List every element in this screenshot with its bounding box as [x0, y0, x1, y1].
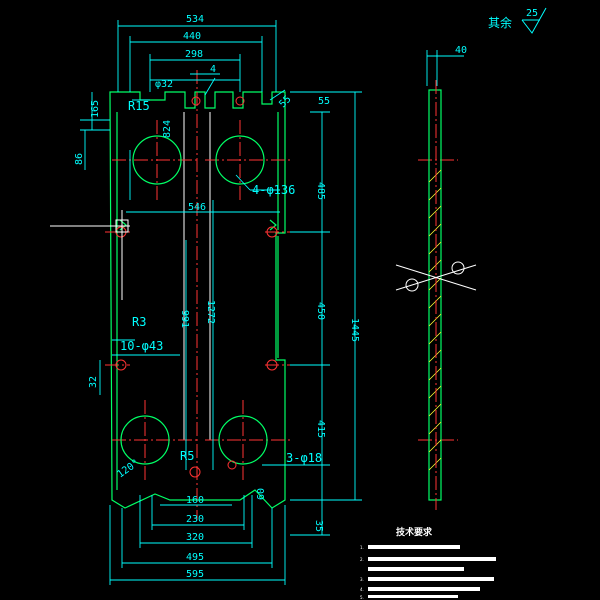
port-hole-top-left — [132, 135, 182, 185]
center-channel — [183, 112, 211, 440]
dim-298: 298 — [185, 49, 203, 60]
side-view — [395, 80, 477, 510]
dim-320: 320 — [186, 532, 204, 543]
dim-r5: R5 — [180, 449, 194, 463]
port-hole-bottom-left — [120, 415, 170, 465]
port-hole-top-right — [215, 135, 265, 185]
dim-230: 230 — [186, 514, 204, 525]
dim-holes10: 10-φ43 — [120, 339, 163, 353]
dim-595: 595 — [186, 569, 204, 580]
dim-160: 160 — [186, 495, 204, 506]
tech-req-item-2: 2. — [360, 557, 364, 562]
dim-991: 991 — [179, 310, 190, 328]
dim-holes3: 3-φ18 — [286, 451, 322, 465]
dim-495: 495 — [186, 552, 204, 563]
dim-r15: R15 — [128, 99, 150, 113]
technical-requirements: 技术要求 1. 2. 3. 4. 5. — [360, 526, 496, 600]
dim-32: 32 — [88, 376, 99, 388]
dim-1445: 1445 — [349, 318, 360, 342]
surface-roughness-note: 其余 25 — [488, 7, 547, 34]
dim-55: 55 — [318, 96, 330, 107]
dim-60: 60 — [256, 488, 267, 500]
port-hole-bottom-right — [218, 415, 268, 465]
center-lines — [105, 70, 458, 520]
tech-req-item-3: 3. — [360, 577, 364, 582]
dim-dia32: φ32 — [155, 79, 173, 90]
dim-824: 824 — [162, 120, 173, 138]
small-holes — [115, 96, 278, 478]
tech-req-item-4: 4. — [360, 587, 364, 592]
tech-req-title: 技术要求 — [396, 526, 433, 538]
dim-485: 485 — [315, 182, 326, 200]
tech-req-item-1: 1. — [360, 545, 364, 550]
corner-note-text: 其余 — [488, 15, 512, 30]
dim-415: 415 — [315, 420, 326, 438]
dim-40: 40 — [455, 45, 467, 56]
cursor-marker — [50, 210, 130, 300]
dim-165: 165 — [90, 100, 101, 118]
dim-86: 86 — [74, 153, 85, 165]
dim-1272: 1272 — [205, 300, 216, 324]
dim-440: 440 — [183, 31, 201, 42]
dim-534: 534 — [186, 14, 204, 25]
port-holes — [120, 135, 268, 465]
tech-req-item-5: 5. — [360, 595, 364, 600]
roughness-value: 25 — [526, 8, 538, 19]
dim-35: 35 — [313, 520, 324, 532]
dimension-lines — [80, 20, 464, 585]
dim-holes4: 4-φ136 — [252, 183, 295, 197]
dim-4: 4 — [210, 64, 216, 75]
dim-546: 546 — [188, 202, 206, 213]
dim-r3: R3 — [132, 315, 146, 329]
dim-450: 450 — [315, 302, 326, 320]
